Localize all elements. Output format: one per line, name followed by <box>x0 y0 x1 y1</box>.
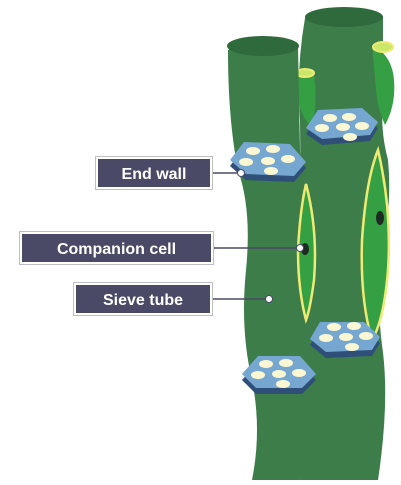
end-wall-marker <box>238 170 245 177</box>
sieve-plate-lower-right <box>310 322 380 358</box>
end-wall-label: End wall <box>96 157 212 189</box>
sieve-tube-marker <box>266 296 273 303</box>
sieve-plate-top-right <box>306 108 378 145</box>
sieve-plate-bottom <box>242 356 316 394</box>
companion-cell-marker <box>297 245 304 252</box>
front-sieve-tube <box>227 36 308 480</box>
companion-cell-label: Companion cell <box>20 232 213 264</box>
sieve-tube-label: Sieve tube <box>74 283 212 315</box>
